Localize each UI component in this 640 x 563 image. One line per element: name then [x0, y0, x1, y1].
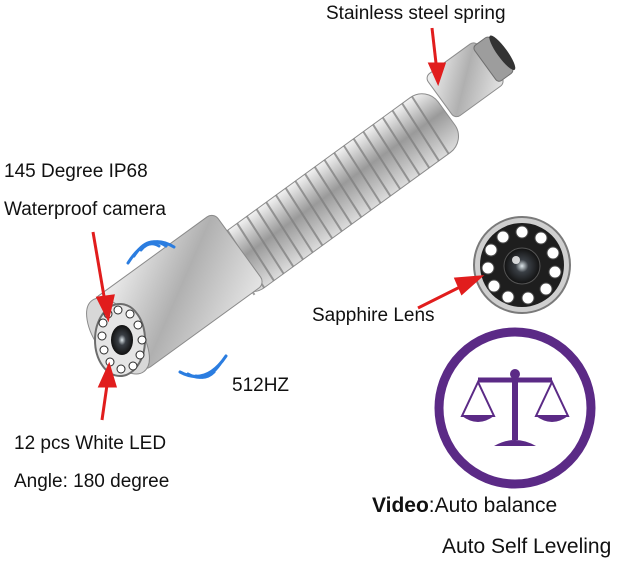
lens-label: Sapphire Lens	[312, 305, 435, 326]
signal-wave-icon	[178, 354, 228, 379]
camera-label-line2: Waterproof camera	[4, 199, 166, 220]
pointer-arrows	[91, 27, 485, 421]
video-feature-line: Video:Auto balance	[372, 494, 557, 518]
spring-label: Stainless steel spring	[326, 3, 506, 24]
leveling-label: Auto Self Leveling	[442, 535, 612, 558]
video-label-bold: Video	[372, 494, 429, 517]
video-label-rest: :Auto balance	[428, 494, 558, 517]
balance-scale-icon	[434, 327, 596, 489]
rear-connector	[426, 35, 516, 118]
sapphire-lens-icon	[473, 216, 571, 314]
led-label-line1: 12 pcs White LED	[14, 433, 167, 454]
frequency-label: 512HZ	[232, 375, 290, 396]
camera-head-icon	[94, 303, 147, 377]
camera-label-line1: 145 Degree IP68	[4, 161, 148, 182]
led-label-line2: Angle: 180 degree	[14, 471, 170, 492]
steel-spring	[215, 93, 459, 296]
signal-wave-icon	[126, 240, 176, 265]
